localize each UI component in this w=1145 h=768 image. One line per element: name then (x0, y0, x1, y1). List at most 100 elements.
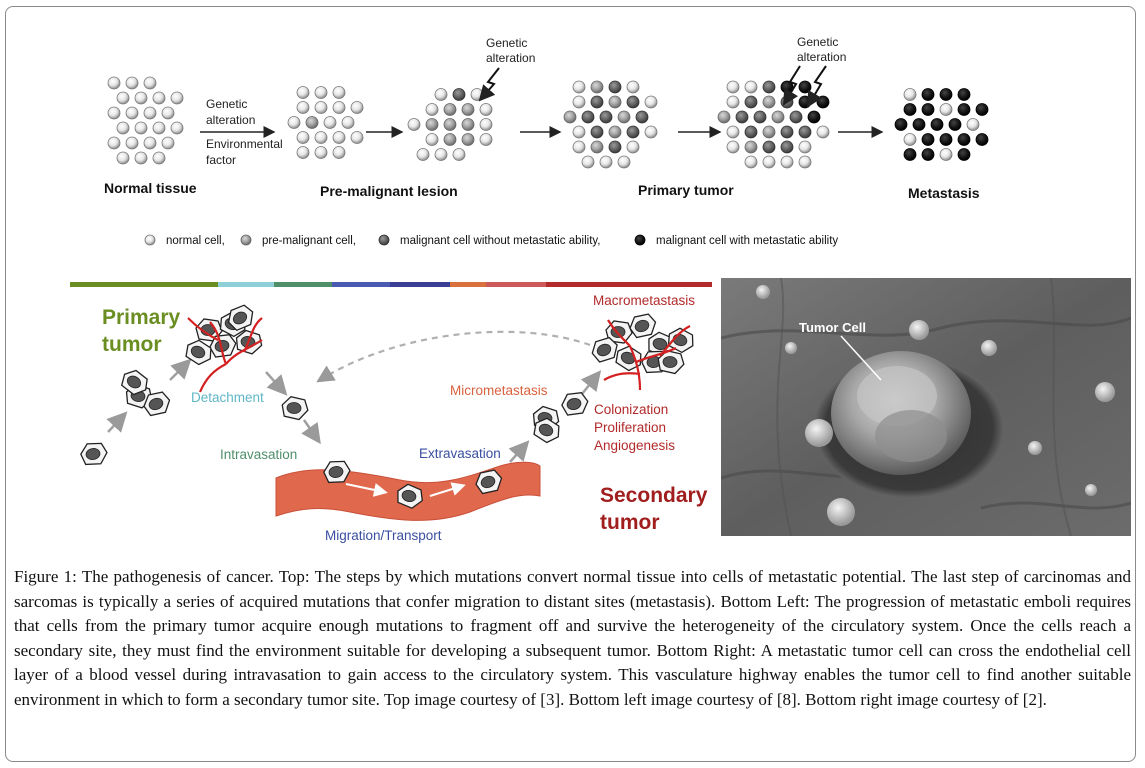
cell-dot (957, 133, 971, 146)
normal-tissue-cluster (107, 76, 184, 165)
legend-normal-label: normal cell, (166, 235, 225, 247)
cell-dot (903, 103, 917, 116)
sem-micrograph: Tumor Cell (721, 278, 1131, 536)
cell-dot (635, 110, 649, 124)
legend-premalignant-swatch (240, 234, 252, 246)
flow-arrow (429, 482, 466, 497)
cell-dot (957, 148, 971, 161)
cell-dot (341, 116, 355, 129)
cell-dot (957, 103, 971, 116)
progression-arrow (265, 371, 288, 396)
cell-dot (744, 95, 758, 109)
return-dashed-arrow (316, 330, 591, 383)
cell-dot (626, 80, 640, 94)
cell-dot (903, 133, 917, 146)
cell-dot (134, 121, 148, 135)
flow-arrow (345, 483, 388, 497)
cell-dot (626, 125, 640, 139)
epithelial-cell (591, 336, 618, 363)
cell-dot (461, 118, 475, 131)
cell-dot (116, 121, 130, 135)
cell-dot (161, 106, 175, 120)
cell-dot (608, 95, 622, 109)
cell-dot (425, 118, 439, 131)
cell-dot (939, 133, 953, 146)
figure-frame (5, 6, 1136, 762)
epithelial-cell (185, 339, 212, 366)
cell-dot (296, 101, 310, 114)
legend-normal-swatch (144, 234, 156, 246)
lightning-bolt-icon (478, 67, 500, 102)
cell-dot (350, 131, 364, 144)
cell-dot (434, 88, 448, 101)
arrow-label-genetic: Genetic (206, 97, 247, 111)
cell-dot (939, 88, 953, 101)
cell-dot (816, 95, 830, 109)
cell-dot (134, 151, 148, 165)
cell-dot (903, 88, 917, 101)
genetic-alteration-1-line2: alteration (486, 51, 535, 65)
primary-tumor-label-1: Primary (102, 306, 181, 329)
cell-dot (939, 148, 953, 161)
progression-arrow (106, 411, 128, 433)
cell-dot (894, 118, 908, 131)
cell-dot (143, 106, 157, 120)
cell-dot (563, 110, 577, 124)
cell-dot (717, 110, 731, 124)
cell-dot (590, 125, 604, 139)
cell-dot (452, 88, 466, 101)
micrometastasis-label: Micrometastasis (450, 383, 548, 398)
cell-dot (305, 116, 319, 129)
cell-dot (323, 116, 337, 129)
step-angiogenesis: Angiogenesis (594, 438, 675, 453)
cell-dot (903, 148, 917, 161)
epithelial-cell (615, 345, 642, 372)
epithelial-cell (120, 369, 148, 396)
epithelial-cell (281, 395, 309, 421)
cell-dot (798, 125, 812, 139)
cell-dot (143, 136, 157, 150)
primary-tumor-label-2: tumor (102, 333, 162, 356)
cell-dot (762, 125, 776, 139)
epithelial-cell (561, 392, 589, 416)
premalignant-cluster (287, 86, 493, 161)
macrometastasis-label: Macrometastasis (593, 293, 695, 308)
cell-dot (608, 125, 622, 139)
cell-dot (572, 95, 586, 109)
cell-dot (762, 80, 776, 94)
epithelial-cell (475, 469, 503, 495)
figure-caption: Figure 1: The pathogenesis of cancer. To… (14, 565, 1131, 712)
genetic-alteration-2-line1: Genetic (797, 35, 838, 49)
cell-dot (407, 118, 421, 131)
cell-dot (314, 146, 328, 159)
cell-dot (617, 110, 631, 124)
cell-dot (912, 118, 926, 131)
cell-dot (152, 121, 166, 135)
cell-dot (975, 133, 989, 146)
cell-dot (590, 140, 604, 154)
cell-dot (170, 121, 184, 135)
legend-malignant-yes-label: malignant cell with metastatic ability (656, 235, 838, 247)
cell-dot (332, 131, 346, 144)
cell-dot (617, 155, 631, 169)
cell-dot (125, 76, 139, 90)
cell-dot (762, 155, 776, 169)
arrow-label-environmental: Environmental (206, 137, 283, 151)
cell-dot (452, 148, 466, 161)
progression-arrow (169, 358, 192, 381)
cell-dot (350, 101, 364, 114)
late-primary-cluster (717, 80, 830, 169)
cell-dot (443, 118, 457, 131)
secondary-tumor-label-2: tumor (600, 511, 660, 534)
tumor-cell-pointer (840, 335, 882, 381)
cell-dot (296, 146, 310, 159)
cell-dot (948, 118, 962, 131)
cell-dot (287, 116, 301, 129)
cell-dot (726, 95, 740, 109)
cell-dot (107, 106, 121, 120)
stage-title-primary: Primary tumor (638, 182, 734, 198)
cell-dot (798, 155, 812, 169)
intravasation-label: Intravasation (220, 447, 297, 462)
legend-premalignant-label: pre-malignant cell, (262, 235, 356, 247)
macrometastasis-vessels (603, 319, 691, 391)
